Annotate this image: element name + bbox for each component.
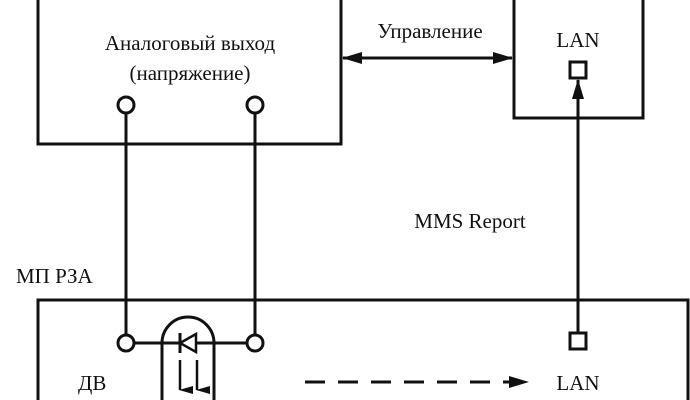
terminal-top-left: [116, 95, 136, 115]
optocoupler-housing: [160, 315, 216, 400]
lan-top-label: LAN: [556, 28, 599, 52]
mms-label: MMS Report: [414, 209, 526, 233]
lan-bottom-port-icon: [568, 331, 588, 351]
relay-block: МП РЗА ДВ LAN: [16, 264, 690, 400]
input-label: ДВ: [78, 371, 106, 395]
analog-output-block: Аналоговый выход (напряжение): [36, 0, 343, 146]
control-label: Управление: [377, 19, 482, 43]
relay-block-border: [36, 298, 690, 400]
analog-output-title-line2: (напряжение): [129, 61, 250, 85]
terminal-top-right: [245, 95, 265, 115]
analog-output-block-border: [36, 0, 343, 146]
control-link: Управление: [342, 19, 513, 64]
lan-top-port-icon: [568, 60, 588, 80]
diode-icon: [177, 331, 198, 355]
terminal-bottom-right: [245, 333, 265, 353]
analog-output-title-line1: Аналоговый выход: [105, 31, 276, 55]
lan-bottom-label: LAN: [556, 371, 599, 395]
mms-link: MMS Report: [414, 79, 584, 333]
relay-name-label: МП РЗА: [16, 264, 94, 288]
terminal-bottom-left: [116, 333, 136, 353]
